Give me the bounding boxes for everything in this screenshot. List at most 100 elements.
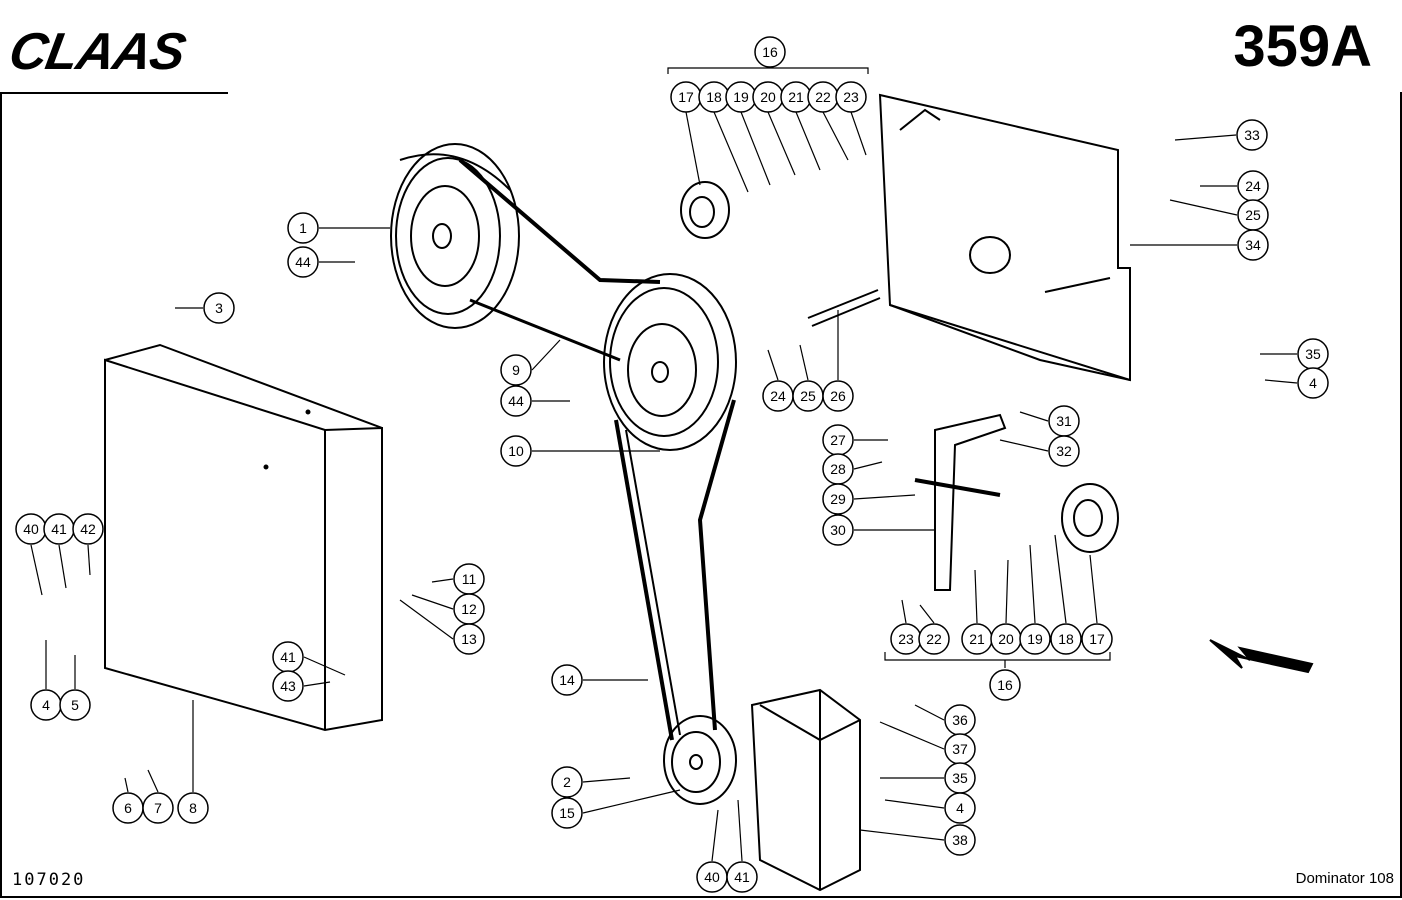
callout-circle <box>551 664 583 696</box>
callout-circle <box>944 792 976 824</box>
callout-c26: 26 <box>822 380 854 412</box>
callout-c20b: 20 <box>990 623 1022 655</box>
callout-c34: 34 <box>1237 229 1269 261</box>
callout-label: 20 <box>998 631 1014 647</box>
sheet-frame <box>0 92 1402 898</box>
callout-circle <box>1050 623 1082 655</box>
long-belt <box>614 399 736 741</box>
callout-c38: 38 <box>944 824 976 856</box>
callout-label: 30 <box>830 522 846 538</box>
callout-circle <box>272 670 304 702</box>
leader-line-c23a <box>850 111 867 156</box>
leader-line-c31 <box>1019 411 1049 422</box>
callout-c4b: 4 <box>30 689 62 721</box>
leader-line-c9 <box>531 339 561 371</box>
callout-label: 32 <box>1056 443 1072 459</box>
callout-c17a: 17 <box>670 81 702 113</box>
callout-c1: 1 <box>287 212 319 244</box>
callout-c41b: 41 <box>272 641 304 673</box>
callout-circle <box>500 385 532 417</box>
callout-c13: 13 <box>453 623 485 655</box>
callout-c25b: 25 <box>792 380 824 412</box>
callout-circle <box>59 689 91 721</box>
callout-c18a: 18 <box>698 81 730 113</box>
callout-c43: 43 <box>272 670 304 702</box>
callout-label: 38 <box>952 832 968 848</box>
callout-label: 44 <box>508 393 524 409</box>
leader-line-c13 <box>399 599 454 640</box>
leader-line-c37 <box>879 721 945 750</box>
leader-line-c33 <box>1174 134 1237 141</box>
callout-c2: 2 <box>551 766 583 798</box>
callout-label: 25 <box>800 388 816 404</box>
leader-line-c38 <box>859 829 945 841</box>
callout-c23b: 23 <box>890 623 922 655</box>
callout-c24a: 24 <box>1237 170 1269 202</box>
callout-circle <box>822 380 854 412</box>
callout-label: 21 <box>969 631 985 647</box>
callout-circle <box>453 623 485 655</box>
callout-circle <box>1081 623 1113 655</box>
model-name: Dominator 108 <box>1295 870 1394 887</box>
callout-label: 14 <box>559 672 575 688</box>
callout-label: 4 <box>42 697 50 713</box>
callout-c44a: 44 <box>287 246 319 278</box>
leader-line-c32 <box>999 439 1049 452</box>
idler-roller-right <box>1061 483 1119 553</box>
middle-pulley <box>603 273 737 451</box>
leader-line-c20b <box>1005 559 1009 624</box>
tensioner-arm <box>914 413 1007 591</box>
callout-c7: 7 <box>142 792 174 824</box>
callout-c42: 42 <box>72 513 104 545</box>
callout-c10: 10 <box>500 435 532 467</box>
drawing-code: 107020 <box>12 870 86 890</box>
callout-label: 19 <box>733 89 749 105</box>
callout-label: 31 <box>1056 413 1072 429</box>
callout-c28: 28 <box>822 453 854 485</box>
callout-label: 6 <box>124 800 132 816</box>
header-rule <box>0 92 228 94</box>
callout-label: 41 <box>734 869 750 885</box>
callout-c32: 32 <box>1048 435 1080 467</box>
leader-line-c28 <box>853 461 883 470</box>
callout-circle <box>72 513 104 545</box>
leader-line-c42 <box>87 544 91 576</box>
callout-c15: 15 <box>551 797 583 829</box>
callout-c24b: 24 <box>762 380 794 412</box>
callout-label: 27 <box>830 432 846 448</box>
callout-label: 41 <box>51 521 67 537</box>
leader-line-c19b <box>1029 544 1036 624</box>
callout-label: 12 <box>461 601 477 617</box>
callout-label: 23 <box>898 631 914 647</box>
callout-label: 13 <box>461 631 477 647</box>
callout-circle <box>835 81 867 113</box>
callout-circle <box>822 514 854 546</box>
callout-label: 4 <box>1309 375 1317 391</box>
callout-label: 23 <box>843 89 859 105</box>
callout-label: 26 <box>830 388 846 404</box>
leader-line-c41b <box>303 656 346 676</box>
callout-label: 40 <box>704 869 720 885</box>
leader-line-c15 <box>582 789 681 814</box>
callout-label: 42 <box>80 521 96 537</box>
callout-c23a: 23 <box>835 81 867 113</box>
callout-label: 16 <box>997 677 1013 693</box>
leader-line-c21b <box>974 569 978 624</box>
callout-label: 4 <box>956 800 964 816</box>
leader-line-c4a <box>1264 379 1298 384</box>
leader-line-c25b <box>799 344 809 381</box>
callout-label: 29 <box>830 491 846 507</box>
direction-arrow <box>1209 639 1314 674</box>
leader-line-c7 <box>147 769 159 793</box>
callout-circle <box>500 354 532 386</box>
callout-c14: 14 <box>551 664 583 696</box>
callout-label: 10 <box>508 443 524 459</box>
callout-c35a: 35 <box>1297 338 1329 370</box>
leader-line-c17b <box>1089 554 1098 624</box>
callout-c12: 12 <box>453 593 485 625</box>
callout-c35b: 35 <box>944 762 976 794</box>
callout-label: 22 <box>815 89 831 105</box>
